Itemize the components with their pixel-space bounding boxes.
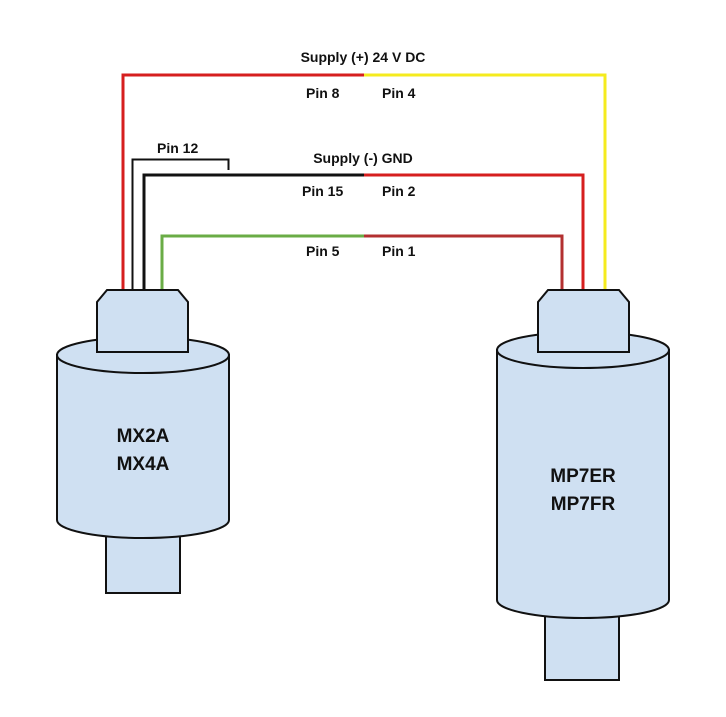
right-device	[496, 289, 670, 681]
pin-1-label: Pin 1	[382, 243, 416, 259]
right-device-cylinder	[496, 349, 670, 619]
pin-12-wire-inner	[133, 160, 228, 292]
supply-positive-label: Supply (+) 24 V DC	[301, 49, 426, 65]
supply-negative-wire-left	[142, 173, 364, 292]
pin-12-label: Pin 12	[157, 140, 198, 156]
signal-wire-right	[364, 234, 564, 292]
right-device-label-line2: MP7FR	[551, 494, 616, 515]
left-device-label-line2: MX4A	[117, 454, 170, 475]
supply-positive-wire-left	[121, 73, 364, 292]
right-device-stem	[544, 609, 620, 681]
supply-negative-wire-right	[364, 173, 585, 292]
right-device-label-line1: MP7ER	[550, 466, 616, 487]
pin-2-label: Pin 2	[382, 183, 416, 199]
right-device-connector	[537, 289, 630, 353]
pin-15-label: Pin 15	[302, 183, 343, 199]
supply-positive-wire-right	[364, 73, 607, 292]
supply-negative-label: Supply (-) GND	[313, 150, 413, 166]
pin-8-label: Pin 8	[306, 85, 340, 101]
left-device-cylinder	[56, 354, 230, 539]
signal-wire-left	[160, 234, 364, 292]
pin-4-label: Pin 4	[382, 85, 416, 101]
pin-12-wire	[131, 158, 230, 292]
left-device	[56, 289, 230, 594]
pin-5-label: Pin 5	[306, 243, 340, 259]
left-device-label-line1: MX2A	[117, 426, 170, 447]
left-device-connector	[96, 289, 189, 353]
